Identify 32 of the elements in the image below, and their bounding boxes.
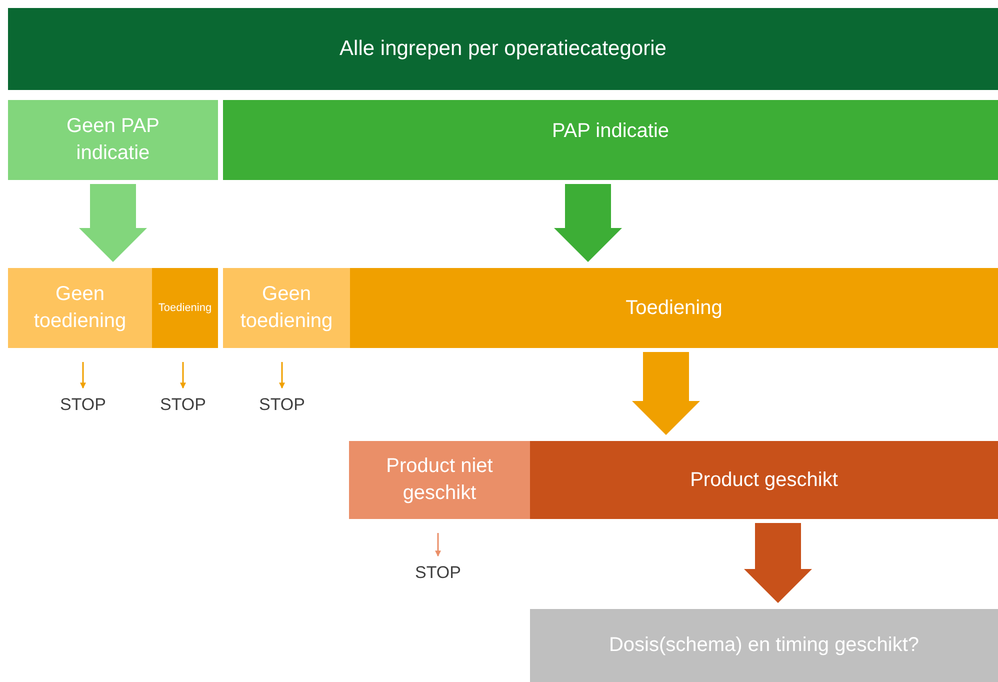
band-label: Dosis(schema) en timing geschikt?: [608, 633, 920, 658]
category-band: [349, 441, 530, 519]
category-band: [530, 609, 998, 682]
category-band: [8, 8, 998, 90]
band-label: Alle ingrepen per operatiecategorie: [340, 36, 666, 62]
band-label: Toediening: [158, 300, 212, 316]
band-label: PAP indicatie: [552, 119, 670, 144]
block-arrow: [554, 184, 622, 262]
band-label: Geen toediening: [32, 282, 128, 334]
category-band: [530, 441, 998, 519]
arrow: [180, 362, 186, 389]
stop-label: STOP: [60, 394, 106, 416]
band-label: Product niet geschikt: [385, 454, 494, 506]
band-label: Toediening: [626, 296, 722, 320]
arrow: [80, 362, 86, 389]
arrow: [435, 533, 441, 557]
band-label: Geen PAP indicatie: [65, 114, 161, 166]
category-band: [350, 268, 998, 348]
stop-label: STOP: [259, 394, 305, 416]
stop-label: STOP: [160, 394, 206, 416]
category-band: [8, 268, 152, 348]
block-arrow: [79, 184, 147, 262]
category-band: [8, 100, 218, 180]
stop-label: STOP: [415, 562, 461, 584]
band-label: Geen toediening: [239, 282, 334, 334]
category-band: [223, 100, 998, 180]
block-arrow: [744, 523, 812, 603]
arrow: [279, 362, 285, 389]
band-label: Product geschikt: [690, 468, 838, 492]
category-band: [223, 268, 350, 348]
category-band: [152, 268, 218, 348]
block-arrow: [632, 352, 700, 435]
